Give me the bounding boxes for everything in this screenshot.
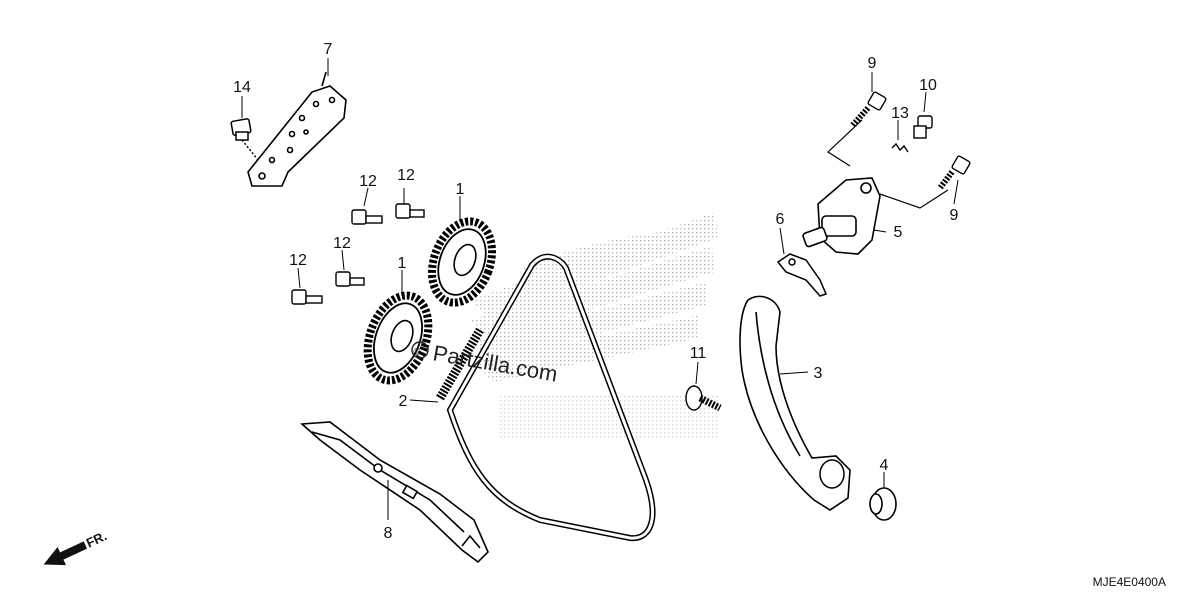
callout-8: 8 xyxy=(384,525,393,542)
part-9-bolt-lower xyxy=(937,155,971,190)
callout-12-c: 12 xyxy=(333,235,351,252)
part-11-pivot-bolt xyxy=(685,385,722,412)
callout-13: 13 xyxy=(891,105,909,122)
front-label: FR. xyxy=(84,528,109,550)
part-12-bolt-4 xyxy=(291,289,323,305)
callout-12-d: 12 xyxy=(289,252,307,269)
callout-9-upper: 9 xyxy=(868,55,877,72)
callout-2: 2 xyxy=(399,393,408,410)
callout-10: 10 xyxy=(919,77,937,94)
part-6-gasket xyxy=(776,253,828,297)
callout-14: 14 xyxy=(233,79,251,96)
part-7-plate xyxy=(247,71,347,187)
part-14-bolt xyxy=(230,118,259,161)
part-4-collar xyxy=(869,487,897,521)
callout-12-a: 12 xyxy=(359,173,377,190)
callout-12-b: 12 xyxy=(397,167,415,184)
part-3-tensioner-arm xyxy=(739,295,851,511)
callout-4: 4 xyxy=(880,457,889,474)
part-10-bolt xyxy=(913,115,933,139)
diagram-code: MJE4E0400A xyxy=(1093,575,1166,589)
callout-1-lower: 1 xyxy=(398,255,407,272)
leader-lines xyxy=(241,58,959,520)
callout-5: 5 xyxy=(894,224,903,241)
part-1-sprocket-lower xyxy=(363,291,433,385)
part-12-bolt-2 xyxy=(395,203,425,219)
part-12-bolt-3 xyxy=(335,271,365,287)
part-1-sprocket-upper xyxy=(428,217,496,307)
svg-text:©: © xyxy=(413,347,421,358)
callout-6: 6 xyxy=(776,211,785,228)
callout-9-lower: 9 xyxy=(950,207,959,224)
part-12-bolt-1 xyxy=(351,209,383,225)
front-arrow-icon: FR. xyxy=(43,528,109,566)
part-9-bolt-upper xyxy=(849,91,887,128)
callout-11: 11 xyxy=(690,345,707,362)
part-5-tensioner xyxy=(802,177,881,255)
callout-7: 7 xyxy=(324,41,333,58)
part-13-spring xyxy=(891,142,909,153)
brand-wing-logo xyxy=(470,212,720,440)
callout-3: 3 xyxy=(814,365,823,382)
part-2-cam-chain xyxy=(436,253,656,542)
callout-1-upper: 1 xyxy=(456,181,465,198)
part-5-bracket-lines xyxy=(827,119,949,209)
